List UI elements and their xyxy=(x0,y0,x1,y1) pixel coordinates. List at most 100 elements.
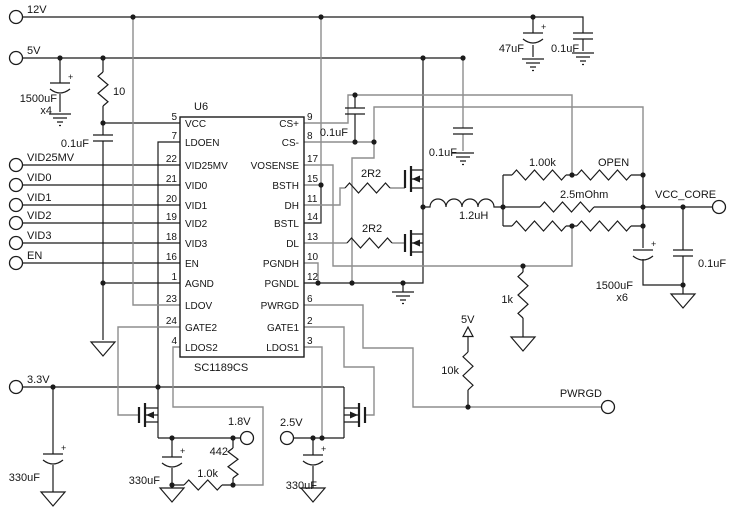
capacitor-cs xyxy=(345,107,365,115)
wire-vid-rows xyxy=(23,164,180,264)
pin-number-right: 2 xyxy=(307,316,313,327)
ic-sc1189cs: U6 SC1189CS xyxy=(179,101,305,374)
terminal-vid25mv xyxy=(8,157,24,173)
label-c-330-1v8: 330uF xyxy=(129,475,160,487)
junction-dot xyxy=(169,482,175,488)
label-c-12v: 0.1uF xyxy=(551,43,579,55)
junction-dot xyxy=(315,280,321,286)
pin-name-left: LDOV xyxy=(185,301,213,312)
resistor-442 xyxy=(227,447,239,479)
terminal-label-pwrgd: PWRGD xyxy=(560,388,602,400)
terminal-label-vid2: VID2 xyxy=(27,210,51,222)
junction-dot xyxy=(640,172,646,178)
terminal-vid3 xyxy=(8,235,24,251)
label-r-pullup: 10k xyxy=(441,365,459,377)
pin-number-right: 13 xyxy=(307,232,319,243)
generated-parts: ++++++ xyxy=(8,9,727,507)
pin-number-right: 3 xyxy=(307,336,313,347)
wire-cs-plus xyxy=(304,94,573,175)
terminal-12v xyxy=(8,9,24,25)
supply-arrow-5v xyxy=(462,325,474,338)
terminal-label-3v3: 3.3V xyxy=(27,374,50,386)
label-r-1k0: 1.0k xyxy=(197,468,218,480)
junction-dot xyxy=(640,204,646,210)
terminal-vid2 xyxy=(8,215,24,231)
capacitor-bulk-in-curved-plate xyxy=(49,88,71,94)
terminal-label-vid3: VID3 xyxy=(27,230,51,242)
pin-name-right: PGNDH xyxy=(263,259,299,270)
label-c-bulk-in: 1500uF xyxy=(20,93,58,105)
junction-dot xyxy=(100,120,106,126)
pin-number-right: 11 xyxy=(307,194,318,205)
resistor-gate-low xyxy=(346,237,393,249)
ic-outline xyxy=(179,116,305,358)
capacitor-47uf-polarity: + xyxy=(541,22,546,32)
terminal-label-1v8: 1.8V xyxy=(228,416,251,428)
pin-name-left: VID2 xyxy=(185,219,208,230)
junction-dot xyxy=(50,384,56,390)
capacitor-330-2v5-curved-plate xyxy=(302,460,324,466)
label-r-fb-open: OPEN xyxy=(598,157,629,169)
pin-number-left: 18 xyxy=(166,232,178,243)
capacitor-330-in-curved-plate xyxy=(42,459,64,465)
junction-dot xyxy=(57,55,63,61)
label-c-330-in: 330uF xyxy=(9,472,40,484)
pin-number-left: 20 xyxy=(166,194,178,205)
label-c-out: 0.1uF xyxy=(698,258,726,270)
pin-name-right: VOSENSE xyxy=(251,161,300,172)
pin-name-right: DL xyxy=(286,239,299,250)
junction-dot xyxy=(420,55,426,61)
label-r-load: 1k xyxy=(501,294,513,306)
pin-number-left: 16 xyxy=(166,252,178,263)
resistor-droop-right xyxy=(576,220,632,232)
resistor-droop-left xyxy=(511,220,567,232)
junction-dot xyxy=(569,172,575,178)
ground-47uf-icon xyxy=(522,58,544,72)
pin-number-left: 7 xyxy=(171,131,177,142)
terminal-en xyxy=(8,255,24,271)
junction-dot xyxy=(420,204,426,210)
terminal-label-vid1: VID1 xyxy=(27,192,51,204)
terminal-vid1 xyxy=(8,197,24,213)
wire-ls-source xyxy=(402,207,424,292)
junction-dot xyxy=(155,384,161,390)
mosfet-ldo-2v5 xyxy=(344,403,367,427)
wire-cs-gnd-tie xyxy=(351,142,375,283)
wire-gate1 xyxy=(304,326,375,416)
wire-ldos1 xyxy=(304,346,323,438)
resistor-vcc-filter xyxy=(97,71,109,107)
junction-dot xyxy=(400,280,406,286)
terminal-label-vid25mv: VID25MV xyxy=(27,152,75,164)
label-c-bulk-out-qty: x6 xyxy=(616,292,628,304)
label-r-442: 442 xyxy=(210,446,228,458)
pin-name-left: AGND xyxy=(185,279,214,290)
pin-name-right: BSTH xyxy=(272,181,299,192)
wire-12v-cap-stubs xyxy=(532,17,584,57)
terminal-1v8 xyxy=(239,430,255,446)
resistor-gate-high xyxy=(344,182,391,194)
junction-dot xyxy=(130,14,136,20)
terminal-2v5 xyxy=(279,430,295,446)
mosfet-body-arrow-icon xyxy=(412,239,420,247)
pin-number-left: 22 xyxy=(166,154,178,165)
label-5v-pullup: 5V xyxy=(461,314,475,326)
label-r-fb-top: 1.00k xyxy=(529,157,556,169)
pin-name-left: VID0 xyxy=(185,181,208,192)
wire-cs-minus xyxy=(304,106,644,175)
capacitor-47uf-curved-plate xyxy=(522,38,544,44)
capacitor-330-in-polarity: + xyxy=(61,443,66,453)
ground-pgnd-icon xyxy=(392,291,414,305)
junction-dot xyxy=(100,280,106,286)
terminal-vcc-core xyxy=(711,199,727,215)
ic-part-number: SC1189CS xyxy=(194,362,248,374)
label-c-bulk-in-qty: x4 xyxy=(40,105,52,117)
pin-name-left: LDOS2 xyxy=(185,343,218,354)
terminal-label-12v: 12V xyxy=(27,4,47,16)
pin-number-right: 15 xyxy=(307,174,319,185)
junction-dot xyxy=(318,14,324,20)
pin-number-left: 19 xyxy=(166,212,178,223)
ground-agnd-icon xyxy=(89,341,117,357)
wire-vosense xyxy=(304,164,573,267)
